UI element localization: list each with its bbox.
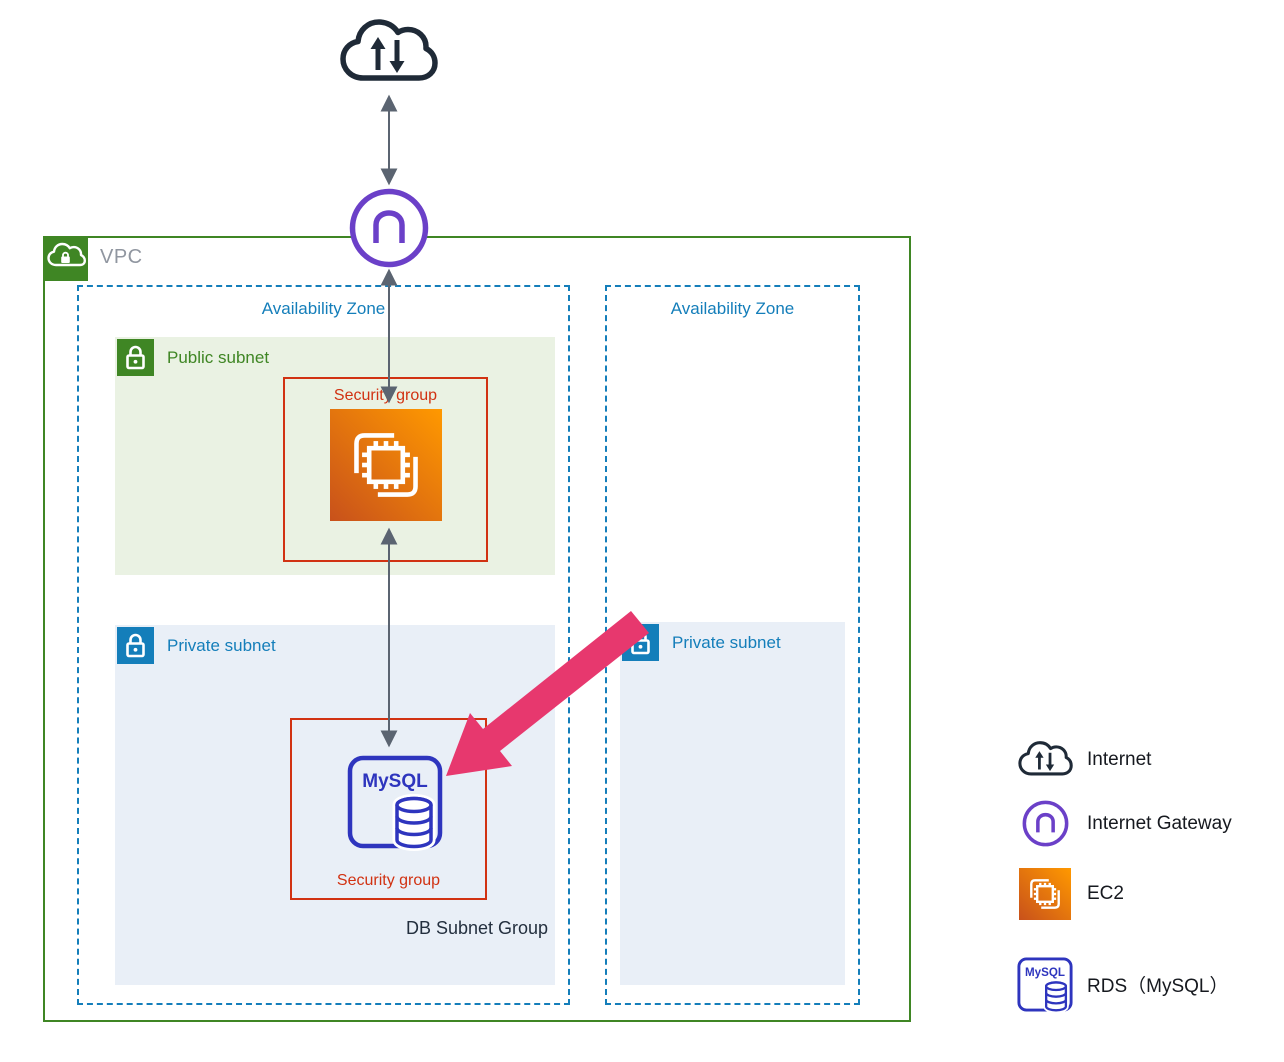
private-subnet-left-label: Private subnet xyxy=(167,636,276,655)
private-subnet-right: Private subnet xyxy=(620,622,845,985)
security-group-ec2-label: Security group xyxy=(333,387,438,404)
ec2-icon xyxy=(1013,868,1077,920)
rds-mysql-icon: MySQL xyxy=(345,753,445,851)
rds-mysql-engine-label: MySQL xyxy=(362,771,428,792)
security-group-rds-label: Security group xyxy=(336,872,441,889)
legend-item-internet-gateway: Internet Gateway xyxy=(1013,800,1232,847)
legend-item-internet: Internet xyxy=(1013,738,1151,782)
public-subnet-lock-icon xyxy=(117,339,154,376)
db-subnet-group-label: DB Subnet Group xyxy=(405,918,549,938)
private-subnet-right-label: Private subnet xyxy=(672,633,781,652)
legend-item-rds-mysql: MySQL RDS（MySQL） xyxy=(1013,956,1228,1013)
legend-item-ec2: EC2 xyxy=(1013,868,1124,920)
rds-mysql-engine-label: MySQL xyxy=(1025,966,1065,979)
internet-cloud-icon xyxy=(1013,738,1077,782)
legend-label-internet: Internet xyxy=(1087,749,1152,770)
private-subnet-right-lock-icon xyxy=(622,624,659,661)
ec2-icon xyxy=(330,409,442,521)
vpc-cloud-lock-glyph xyxy=(47,242,86,267)
internet-gateway-icon xyxy=(349,188,429,273)
vpc-label: VPC xyxy=(100,246,143,268)
private-subnet-left-lock-icon xyxy=(117,627,154,664)
vpc-icon xyxy=(43,236,88,281)
internet-gateway-icon xyxy=(1013,800,1077,847)
vpc-container xyxy=(43,236,911,1022)
legend-label-ec2: EC2 xyxy=(1087,883,1124,904)
public-subnet-label: Public subnet xyxy=(167,348,270,367)
availability-zone-right-label: Availability Zone xyxy=(670,299,795,318)
internet-cloud-icon xyxy=(336,14,440,97)
availability-zone-left-label: Availability Zone xyxy=(261,299,386,318)
rds-mysql-icon: MySQL xyxy=(1013,956,1077,1013)
legend-label-internet-gateway: Internet Gateway xyxy=(1087,812,1232,834)
legend-label-rds-mysql: RDS（MySQL） xyxy=(1087,976,1229,997)
